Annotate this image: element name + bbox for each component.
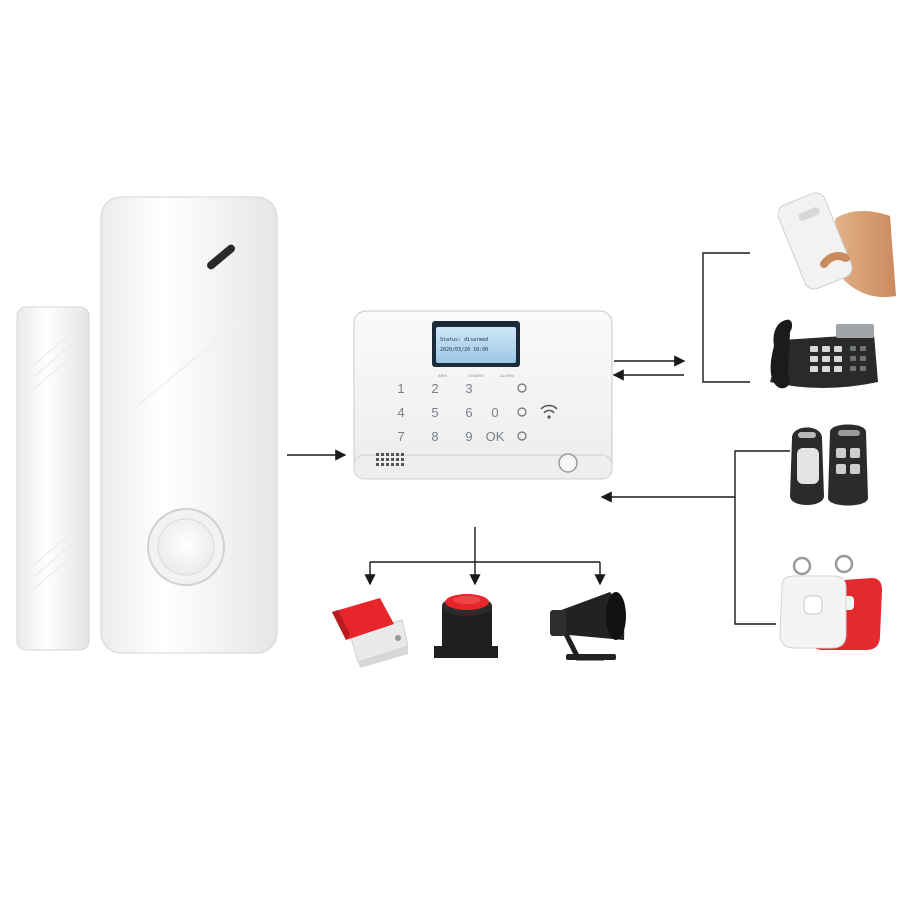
- rfid-tags: [779, 554, 882, 650]
- horn-speaker: [550, 592, 626, 661]
- mobile-phone: [778, 192, 896, 298]
- label-alarm: ALARM: [500, 373, 514, 378]
- speaker-grille-icon: [376, 453, 404, 466]
- key-7[interactable]: 7: [397, 429, 405, 444]
- lcd-datetime-text: 2020/03/20 10:00: [440, 347, 489, 353]
- lcd-status-text: Status: disarmed: [440, 337, 489, 343]
- door-magnet: [16, 306, 90, 651]
- key-2[interactable]: 2: [431, 381, 439, 396]
- horn-icon: [556, 592, 625, 640]
- desk-telephone: [770, 319, 878, 389]
- handset-icon: [770, 319, 793, 389]
- function-key-icons: [517, 383, 527, 441]
- key-8[interactable]: 8: [431, 429, 439, 444]
- key-5[interactable]: 5: [431, 405, 439, 420]
- key-ok[interactable]: OK: [485, 429, 505, 444]
- key-0[interactable]: 0: [491, 405, 499, 420]
- key-4[interactable]: 4: [397, 405, 405, 420]
- key-1[interactable]: 1: [397, 381, 405, 396]
- panel-button-icon: [558, 453, 578, 473]
- key-6[interactable]: 6: [465, 405, 473, 420]
- accessory-bracket: [734, 450, 790, 625]
- lcd-screen: Status: disarmed 2020/03/20 10:00: [436, 327, 516, 363]
- indoor-siren: [434, 594, 498, 658]
- door-sensor: [100, 196, 278, 654]
- led-slot-icon: [207, 244, 235, 270]
- key-3[interactable]: 3: [465, 381, 473, 396]
- phone-bracket: [702, 252, 750, 383]
- remote-control-icon: [828, 424, 868, 506]
- wifi-icon: [540, 404, 558, 414]
- key-9[interactable]: 9: [465, 429, 473, 444]
- remote-controls: [790, 424, 868, 506]
- strobe-siren: [332, 598, 409, 668]
- label-arm: ARM: [438, 373, 447, 378]
- label-disarm: DISARM: [468, 373, 484, 378]
- alarm-panel: Status: disarmed 2020/03/20 10:00 ARM DI…: [352, 305, 614, 480]
